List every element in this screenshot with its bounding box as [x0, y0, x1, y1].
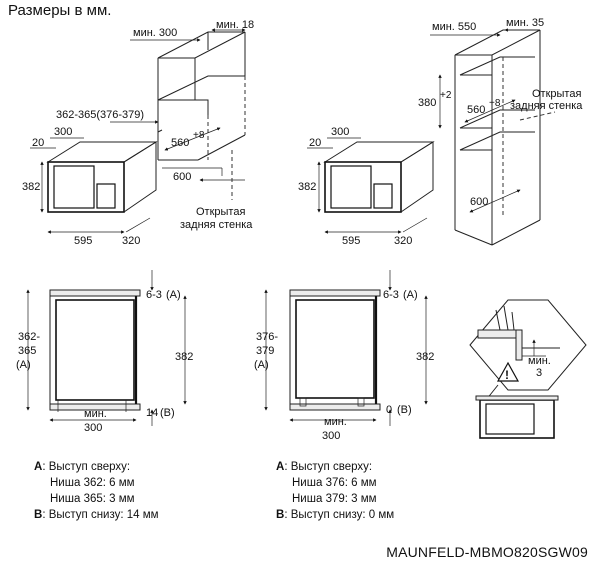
tr-min-side: мин. 35: [506, 17, 544, 29]
tr-inner-sup: +8: [489, 98, 501, 109]
bl-note-a-text: : Выступ сверху:: [42, 461, 131, 473]
tm-oven-595: 595: [342, 235, 360, 247]
bl-niche-1: 362-: [18, 331, 40, 343]
bm-min-value: 300: [322, 430, 340, 442]
top-left-oven: 300 20 382 595 320: [22, 126, 158, 247]
tl-oven-382: 382: [22, 181, 40, 193]
tr-depth-600: 600: [470, 196, 488, 208]
bl-note-n1-value: 362: [83, 477, 103, 489]
top-left-cabinet: мин. 300 мин. 18 362-365(376-379) 560 +8…: [56, 19, 254, 231]
br-min-value: 3: [536, 367, 542, 379]
bl-note-a-key: A: [34, 461, 43, 473]
bm-note-b-key: B: [276, 509, 285, 521]
bl-note-n2-label: Ниша: [50, 493, 81, 505]
tl-inner-560: 560: [171, 137, 189, 149]
bl-note-b-key: B: [34, 509, 43, 521]
bm-note-a-key: A: [276, 461, 285, 473]
bm-note-n2-label: Ниша: [292, 493, 323, 505]
tl-min-side: мин. 18: [216, 19, 254, 31]
notes-mid: A: Выступ сверху: Ниша 376: 6 мм Ниша 37…: [276, 459, 394, 523]
tr-open-back-1: Открытая: [532, 88, 581, 100]
bl-protrusion-bottom: 14: [146, 407, 158, 419]
br-min-label: мин.: [528, 355, 551, 367]
bl-note-n1-text: : 6 мм: [102, 477, 135, 489]
bm-niche-1: 376-: [256, 331, 278, 343]
bl-niche-3: (A): [16, 359, 31, 371]
bm-note-b-text: : Выступ снизу: 0 мм: [284, 509, 395, 521]
bl-note-n2-value: 365: [83, 493, 103, 505]
bl-min-value: 300: [84, 422, 102, 434]
tl-oven-595: 595: [74, 235, 92, 247]
warning-icon: !: [505, 368, 509, 382]
bm-note-n2-text: : 3 мм: [344, 493, 377, 505]
bottom-left-section: 6-3 (A) 362- 365 (A) 382 14 (B) мин. 300: [16, 270, 193, 434]
tm-oven-382: 382: [298, 181, 316, 193]
tl-oven-20: 20: [32, 137, 44, 149]
tl-min-width: мин. 300: [133, 27, 177, 39]
tl-open-back-2: задняя стенка: [180, 219, 253, 231]
bm-tag-b: (B): [397, 404, 412, 416]
bm-niche-3: (A): [254, 359, 269, 371]
model-name: MAUNFELD-MBMO820SGW09: [386, 544, 588, 560]
tr-inner-560: 560: [467, 104, 485, 116]
bm-note-n1-text: : 6 мм: [344, 477, 377, 489]
notes-left: A: Выступ сверху: Ниша 362: 6 мм Ниша 36…: [34, 459, 159, 523]
bl-niche-2: 365: [18, 345, 36, 357]
bm-note-n1-label: Ниша: [292, 477, 323, 489]
tl-depth-600: 600: [173, 171, 191, 183]
bl-note-n2-text: : 3 мм: [102, 493, 135, 505]
bm-tag-a: (A): [403, 289, 418, 301]
bm-h382: 382: [416, 351, 434, 363]
tl-oven-320: 320: [122, 235, 140, 247]
bm-niche-2: 379: [256, 345, 274, 357]
tr-niche-height: 380: [418, 97, 436, 109]
bm-protrusion-bottom: 0: [386, 404, 392, 416]
bottom-right-detail: ! мин. 3: [469, 299, 587, 439]
tl-open-back-1: Открытая: [196, 206, 245, 218]
tm-oven-320: 320: [394, 235, 412, 247]
bm-note-n1-value: 376: [325, 477, 345, 489]
bl-h382: 382: [175, 351, 193, 363]
bl-note-n1-label: Ниша: [50, 477, 81, 489]
top-right-cabinet: мин. 550 мин. 35 380 +2 560 +8 600 Откры…: [418, 17, 583, 246]
bl-min-label: мин.: [84, 408, 107, 420]
top-mid-oven: 300 20 382 595 320: [298, 126, 435, 247]
bl-tag-a: (A): [166, 289, 181, 301]
bm-note-n2-value: 379: [325, 493, 345, 505]
bm-min-label: мин.: [324, 416, 347, 428]
tr-min-width: мин. 550: [432, 21, 476, 33]
bm-note-a-text: : Выступ сверху:: [284, 461, 373, 473]
bottom-mid-section: 6-3 (A) 376- 379 (A) 382 0 (B) мин. 300: [254, 270, 434, 442]
tl-oven-300: 300: [54, 126, 72, 138]
tm-oven-300: 300: [331, 126, 349, 138]
bm-protrusion-top: 6-3: [383, 289, 399, 301]
bl-note-b-text: : Выступ снизу: 14 мм: [42, 509, 159, 521]
tl-inner-sup: +8: [193, 130, 205, 141]
tr-niche-sup: +2: [440, 90, 452, 101]
bl-tag-b: (B): [160, 407, 175, 419]
page-title: Размеры в мм.: [8, 2, 112, 19]
tm-oven-20: 20: [309, 137, 321, 149]
tl-niche-height: 362-365(376-379): [56, 109, 144, 121]
bl-protrusion-top: 6-3: [146, 289, 162, 301]
tr-open-back-2: задняя стенка: [510, 100, 583, 112]
